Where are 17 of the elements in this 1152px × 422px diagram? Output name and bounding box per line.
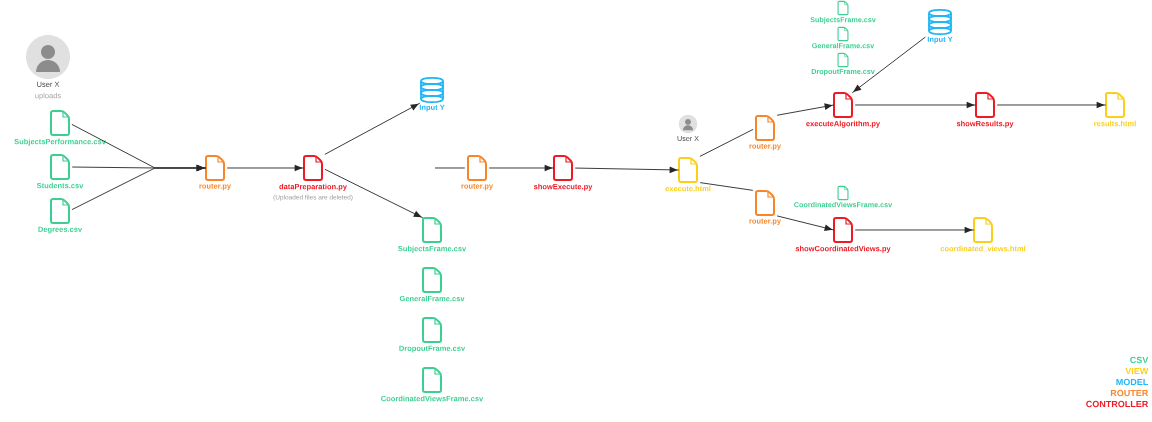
arrow <box>996 101 1107 109</box>
arrow <box>226 164 305 172</box>
arrow <box>776 103 835 116</box>
legend-entry: MODEL <box>1116 378 1148 386</box>
legend-entry: VIEW <box>1125 367 1149 375</box>
legend-entry: ROUTER <box>1110 389 1149 397</box>
arrow <box>71 164 207 211</box>
arrow <box>488 164 555 172</box>
arrow <box>854 101 977 109</box>
arrow <box>574 166 680 174</box>
arrow <box>324 102 421 155</box>
arrow <box>324 168 424 219</box>
arrow <box>776 215 835 231</box>
arrow <box>851 36 926 94</box>
legend-entry: CONTROLLER <box>1086 400 1149 408</box>
arrow <box>854 226 975 234</box>
legend-entry: CSV <box>1130 356 1149 364</box>
